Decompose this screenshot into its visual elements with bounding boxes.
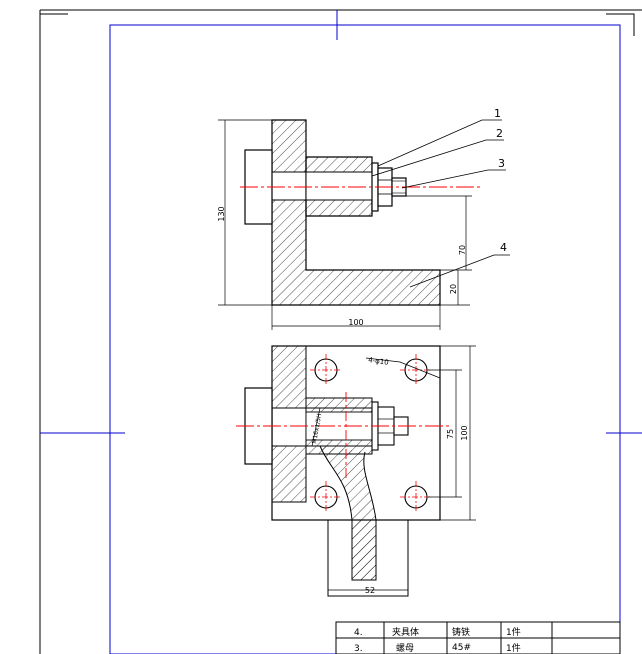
dim-front-base-thickness: 20 — [449, 284, 458, 294]
balloon-1: 1 — [494, 107, 501, 120]
bom-material: 铸铁 — [452, 626, 470, 638]
balloon-3: 3 — [498, 157, 505, 170]
top-dimension-lines — [311, 345, 476, 591]
dim-front-width: 100 — [348, 318, 363, 327]
dim-top-hole-spec: 4-φ10 — [368, 356, 389, 367]
dim-top-hole-spacing: 75 — [446, 429, 455, 439]
dim-top-rod-width: 52 — [365, 586, 375, 595]
clamp-rod — [351, 519, 377, 581]
front-view: 1 2 3 4 130 70 20 100 — [217, 107, 510, 330]
balloon-4: 4 — [500, 241, 507, 254]
upright-section-upper — [271, 345, 307, 409]
bom-qty: 1件 — [506, 626, 521, 638]
top-view: 4-φ10 M16x1/5H 75 100 52 — [236, 345, 476, 597]
bom-index: 4. — [354, 628, 363, 638]
bom-index: 3. — [354, 644, 363, 654]
bom-row: 3. 螺母 45# 1件 — [354, 642, 521, 654]
drawing-frame — [40, 10, 642, 654]
bom-name: 夹具体 — [392, 626, 419, 638]
front-dimension-lines — [218, 119, 472, 330]
bom-row: 4. 夹具体 铸铁 1件 — [354, 626, 521, 638]
dim-front-total-height: 130 — [217, 206, 226, 221]
dim-front-arm-height: 70 — [458, 245, 467, 255]
bom-name: 螺母 — [396, 643, 414, 654]
bom-material: 45# — [452, 643, 471, 653]
sheet-border — [39, 9, 642, 654]
hole-centerlines — [310, 354, 432, 513]
balloon-leaders — [371, 119, 510, 288]
upright-section-lower — [271, 445, 307, 503]
dim-top-overall-depth: 100 — [460, 425, 469, 440]
balloon-2: 2 — [496, 127, 503, 140]
bill-of-materials: 4. 夹具体 铸铁 1件 3. 螺母 45# 1件 — [335, 621, 621, 654]
bom-qty: 1件 — [506, 642, 521, 654]
